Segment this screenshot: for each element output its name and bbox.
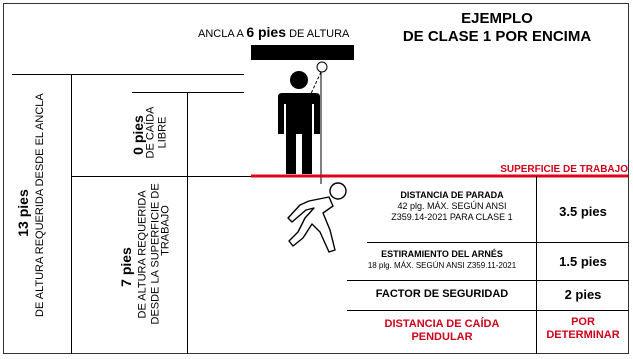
dim-0-right-line xyxy=(187,92,188,176)
harness-stretch-value: 1.5 pies xyxy=(559,254,607,269)
table-divider xyxy=(536,176,537,354)
stop-distance-title: DISTANCIA DE PARADA xyxy=(400,190,504,200)
title-line-1: EJEMPLO xyxy=(461,10,533,27)
table-line-3 xyxy=(347,310,629,311)
swing-fall-title-line-1: DISTANCIA DE CAÍDA xyxy=(384,318,500,330)
diagram-frame xyxy=(3,3,629,354)
swing-fall-value-line-1: POR xyxy=(571,316,595,328)
stop-distance-detail-2: Z359.14-2021 PARA CLASE 1 xyxy=(391,212,513,222)
d-ring-icon xyxy=(316,61,328,73)
dim-7-top-line xyxy=(71,176,276,177)
standing-worker-icon xyxy=(278,71,320,174)
swing-fall-title: DISTANCIA DE CAÍDA PENDULAR xyxy=(348,318,536,344)
anchor-label: ANCLA A 6 pies DE ALTURA xyxy=(198,24,349,40)
table-line-1 xyxy=(367,242,629,243)
stop-distance-value: 3.5 pies xyxy=(559,204,607,219)
swing-fall-title-line-2: PENDULAR xyxy=(411,331,473,343)
anchor-bar xyxy=(251,45,354,60)
dim-13-inner-line xyxy=(71,74,72,354)
harness-stretch-cell: ESTIRAMIENTO DEL ARNÉS 18 plg. MÁX. SEGÚ… xyxy=(348,249,536,271)
table-line-2 xyxy=(347,280,629,281)
anchor-value: 6 pies xyxy=(246,24,287,40)
falling-worker-icon xyxy=(287,182,347,253)
title-line-2: DE CLASE 1 POR ENCIMA xyxy=(402,28,592,45)
anchor-prefix: ANCLA A xyxy=(198,28,247,40)
diagram-title: EJEMPLO DE CLASE 1 POR ENCIMA xyxy=(382,10,612,46)
work-surface-label: SUPERFICIE DE TRABAJO xyxy=(500,164,628,175)
harness-stretch-detail: 18 plg. MÁX. SEGÚN ANSI Z359.11-2021 xyxy=(367,261,517,270)
harness-stretch-title: ESTIRAMIENTO DEL ARNÉS xyxy=(381,249,503,259)
stop-distance-detail-1: 42 plg. MÁX. SEGÚN ANSI xyxy=(397,201,507,211)
swing-fall-value-line-2: DETERMINAR xyxy=(546,329,620,341)
dim-0-top-line xyxy=(132,92,244,93)
dim-7-right-line xyxy=(187,176,188,354)
anchor-suffix: DE ALTURA xyxy=(286,28,350,40)
stop-distance-cell: DISTANCIA DE PARADA 42 plg. MÁX. SEGÚN A… xyxy=(368,190,536,223)
safety-factor-value: 2 pies xyxy=(564,287,602,302)
swing-fall-value: POR DETERMINAR xyxy=(537,316,629,342)
safety-factor-title: FACTOR DE SEGURIDAD xyxy=(375,288,509,300)
dim-top-line xyxy=(12,74,244,75)
